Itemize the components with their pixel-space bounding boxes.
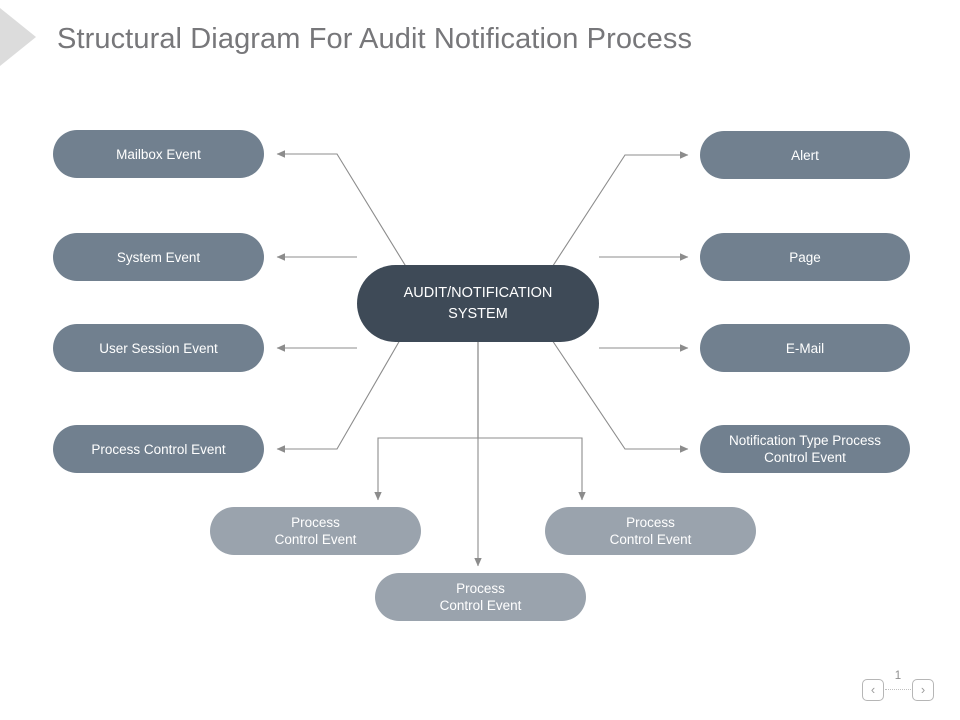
wire-center-to-notification-type [551, 339, 689, 453]
page-number: 1 [894, 670, 902, 682]
prev-page-button[interactable]: ‹ [862, 679, 884, 701]
wire-center-to-alert [544, 151, 689, 279]
node-system-event[interactable]: System Event [53, 233, 264, 281]
center-node-audit-notification-system[interactable]: AUDIT/NOTIFICATION SYSTEM [357, 265, 599, 342]
node-page[interactable]: Page [700, 233, 910, 281]
node-email[interactable]: E-Mail [700, 324, 910, 372]
node-process-control-event-bottom-center[interactable]: Process Control Event [375, 573, 586, 621]
node-user-session-event[interactable]: User Session Event [53, 324, 264, 372]
node-notification-type-process-control-event[interactable]: Notification Type Process Control Event [700, 425, 910, 473]
node-process-control-event-left[interactable]: Process Control Event [53, 425, 264, 473]
next-page-button[interactable]: › [912, 679, 934, 701]
wire-center-to-bottom-right [477, 342, 586, 501]
pagination-connector [885, 689, 911, 690]
page-title: Structural Diagram For Audit Notificatio… [57, 23, 693, 55]
pagination: 1 ‹ › [862, 670, 954, 706]
wire-center-to-process-control-event-left [276, 339, 401, 453]
wire-center-to-bottom-left [374, 342, 479, 501]
node-mailbox-event[interactable]: Mailbox Event [53, 130, 264, 178]
node-alert[interactable]: Alert [700, 131, 910, 179]
wire-center-to-mailbox-event [276, 150, 414, 279]
node-process-control-event-bottom-right[interactable]: Process Control Event [545, 507, 756, 555]
node-process-control-event-bottom-left[interactable]: Process Control Event [210, 507, 421, 555]
title-triangle-icon [0, 8, 36, 66]
